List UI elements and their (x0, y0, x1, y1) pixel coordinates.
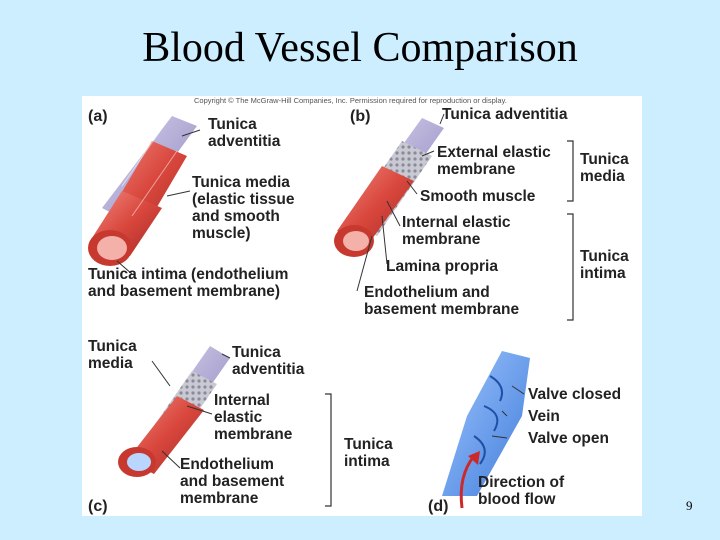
panel-d-label: (d) (428, 498, 449, 515)
leader-line (161, 450, 181, 469)
leader-line (181, 129, 201, 137)
label-b-bracket-tunica-media: Tunica media (580, 151, 629, 185)
leader-line (511, 385, 525, 395)
panel-a-label: (a) (88, 108, 108, 125)
artery-illustration (88, 116, 197, 266)
label-b-tunica-adventitia: Tunica adventitia (442, 106, 568, 123)
label-c-tunica-media: Tunica media (88, 338, 137, 372)
label-b-external-elastic-membrane: External elastic membrane (437, 144, 551, 178)
vessel-c-illustration (118, 346, 230, 477)
label-d-valve-closed: Valve closed (528, 386, 622, 403)
label-c-endothelium: Endothelium and basement membrane (180, 456, 285, 507)
label-b-smooth-muscle: Smooth muscle (420, 188, 536, 205)
artery-detail-illustration (334, 118, 444, 257)
label-d-valve-open: Valve open (528, 430, 609, 447)
bracket-media (567, 140, 574, 202)
leader-line (186, 405, 213, 415)
vein-illustration (442, 351, 530, 509)
bracket-intima (567, 213, 574, 321)
leader-line (356, 235, 373, 292)
leader-line (501, 410, 508, 417)
label-c-internal-elastic-membrane: Internal elastic membrane (214, 392, 293, 443)
label-c-bracket-tunica-intima: Tunica intima (344, 436, 393, 470)
bracket-intima-c (325, 393, 332, 507)
leader-line (381, 215, 388, 265)
leader-line (421, 150, 435, 157)
leader-line (386, 200, 401, 227)
leader-line (406, 180, 418, 195)
label-d-direction-of-blood-flow: Direction of blood flow (478, 474, 565, 508)
leader-line (491, 435, 508, 439)
leader-line (116, 260, 133, 275)
panel-b-label: (b) (350, 108, 371, 125)
label-a-tunica-media: Tunica media (elastic tissue and smooth … (192, 174, 295, 242)
label-d-vein: Vein (528, 408, 560, 425)
slide-title: Blood Vessel Comparison (142, 25, 578, 71)
leader-line (439, 113, 445, 125)
label-c-tunica-adventitia: Tunica adventitia (232, 344, 305, 378)
panel-c-label: (c) (88, 498, 108, 515)
vessel-illustrations (88, 113, 574, 509)
label-b-endothelium: Endothelium and basement membrane (364, 284, 520, 318)
label-a-tunica-adventitia: Tunica adventitia (208, 116, 281, 150)
label-b-bracket-tunica-intima: Tunica intima (580, 248, 629, 282)
leader-line (166, 190, 191, 197)
leader-line (151, 360, 171, 387)
leader-line (221, 353, 231, 359)
label-b-internal-elastic-membrane: Internal elastic membrane (402, 214, 511, 248)
label-a-tunica-intima: Tunica intima (endothelium and basement … (88, 266, 289, 300)
blood-vessel-figure: Copyright © The McGraw-Hill Companies, I… (82, 96, 642, 516)
page-number: 9 (686, 498, 693, 513)
label-b-lamina-propria: Lamina propria (386, 258, 498, 275)
copyright-notice: Copyright © The McGraw-Hill Companies, I… (194, 96, 507, 105)
